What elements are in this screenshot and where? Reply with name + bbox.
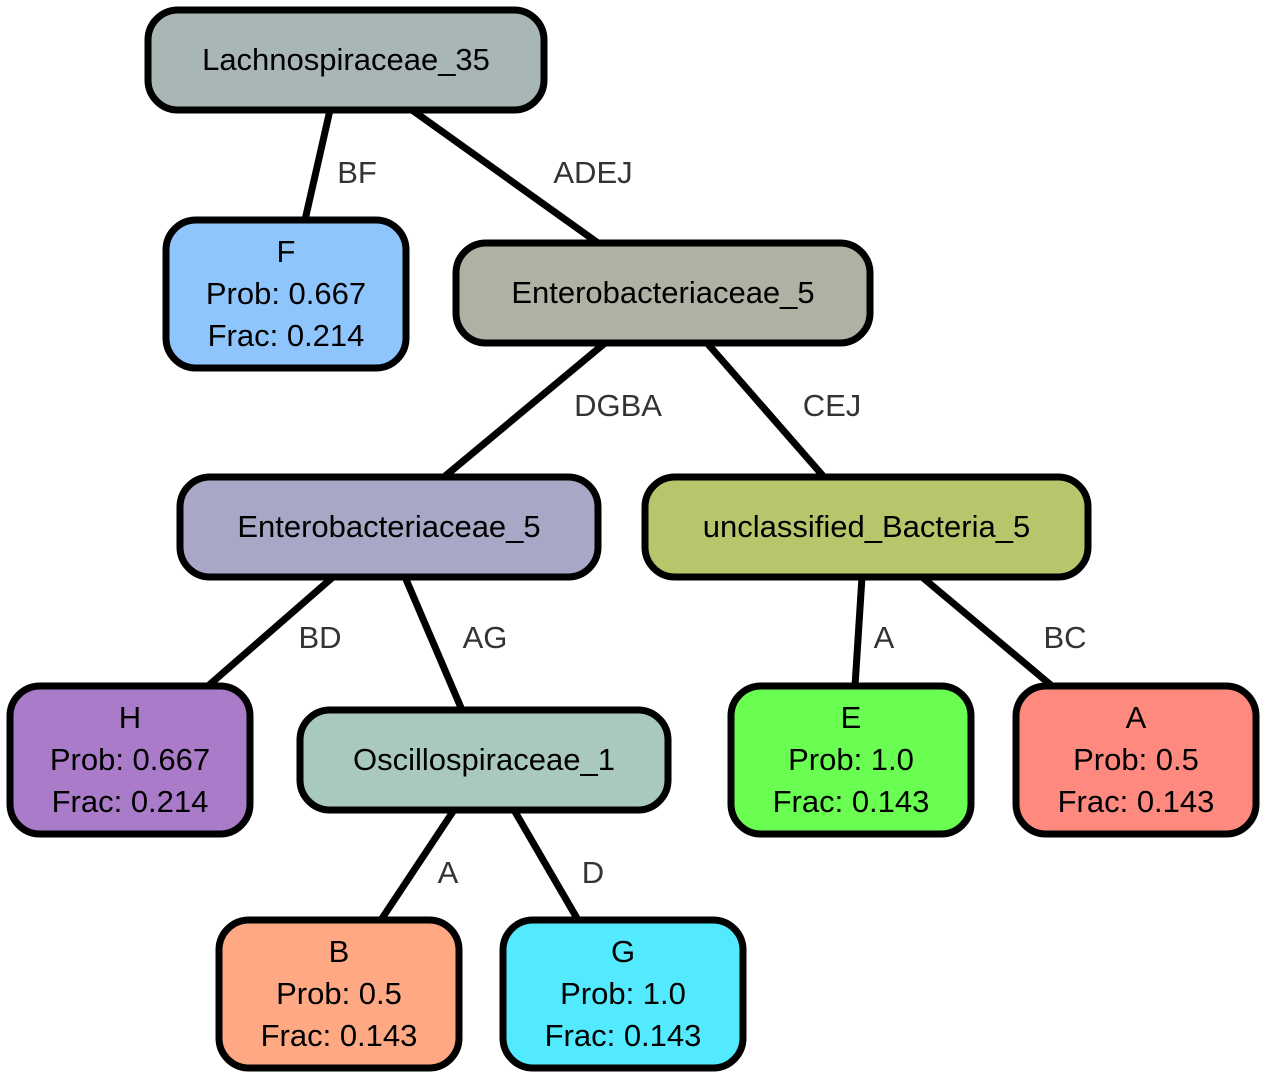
node-title: Oscillospiraceae_1 — [353, 742, 615, 777]
node-title: Lachnospiraceae_35 — [202, 42, 490, 77]
node-title: B — [329, 934, 350, 969]
edge-label: BD — [298, 620, 341, 655]
node-prob: Prob: 0.5 — [276, 976, 402, 1011]
edge-line — [301, 109, 334, 221]
edge-line — [441, 340, 608, 480]
node-box — [144, 6, 548, 114]
node-n4[interactable]: Enterobacteriaceae_5 — [176, 473, 602, 581]
edge-label: BF — [337, 155, 377, 190]
edge-line — [919, 574, 1055, 689]
node-box — [176, 473, 602, 581]
edges-layer: BF ADEJ DGBA CEJ BD AG A BC A D — [205, 107, 1087, 922]
node-prob: Prob: 0.5 — [1073, 742, 1199, 777]
edge-label: D — [582, 855, 604, 890]
edge-label: BC — [1043, 620, 1086, 655]
edge-line — [704, 340, 827, 480]
edge-line — [409, 107, 601, 246]
node-title: F — [277, 234, 296, 269]
edge-line — [851, 576, 866, 687]
edge-line — [378, 808, 457, 922]
edge-line — [510, 808, 582, 922]
edge-n3-n4: DGBA — [441, 340, 662, 480]
edge-label: ADEJ — [553, 155, 632, 190]
edge-n5-n8: A — [851, 576, 895, 687]
node-box — [1012, 682, 1260, 838]
node-frac: Frac: 0.143 — [261, 1018, 418, 1053]
node-prob: Prob: 1.0 — [560, 976, 686, 1011]
node-title: H — [119, 700, 141, 735]
node-box — [296, 706, 672, 814]
node-box — [641, 473, 1092, 581]
node-box — [162, 216, 410, 372]
node-frac: Frac: 0.214 — [52, 784, 209, 819]
node-box — [215, 916, 463, 1072]
edge-n4-n7: AG — [401, 575, 508, 712]
edge-label: CEJ — [803, 388, 862, 423]
edge-n7-n11: D — [510, 808, 604, 922]
edge-label: AG — [463, 620, 508, 655]
node-frac: Frac: 0.143 — [1058, 784, 1215, 819]
node-n5[interactable]: unclassified_Bacteria_5 — [641, 473, 1092, 581]
node-box — [6, 682, 254, 838]
node-box — [499, 916, 747, 1072]
node-box — [452, 239, 874, 347]
node-frac: Frac: 0.214 — [208, 318, 365, 353]
edge-label: A — [438, 855, 459, 890]
edge-n4-n6: BD — [205, 574, 342, 689]
node-box — [727, 682, 975, 838]
node-title: A — [1126, 700, 1147, 735]
edge-n1-n2: BF — [301, 109, 377, 221]
edge-line — [401, 575, 466, 712]
node-title: E — [841, 700, 862, 735]
node-n1[interactable]: Lachnospiraceae_35 — [144, 6, 548, 114]
node-title: unclassified_Bacteria_5 — [703, 509, 1030, 544]
node-frac: Frac: 0.143 — [545, 1018, 702, 1053]
node-frac: Frac: 0.143 — [773, 784, 930, 819]
edge-n5-n9: BC — [919, 574, 1087, 689]
node-title: G — [611, 934, 635, 969]
node-prob: Prob: 1.0 — [788, 742, 914, 777]
edge-n7-n10: A — [378, 808, 459, 922]
node-prob: Prob: 0.667 — [206, 276, 366, 311]
node-n7[interactable]: Oscillospiraceae_1 — [296, 706, 672, 814]
node-n3[interactable]: Enterobacteriaceae_5 — [452, 239, 874, 347]
node-prob: Prob: 0.667 — [50, 742, 210, 777]
edge-label: A — [874, 620, 895, 655]
edge-line — [205, 574, 336, 689]
edge-label: DGBA — [574, 388, 662, 423]
edge-n3-n5: CEJ — [704, 340, 862, 480]
node-title: Enterobacteriaceae_5 — [511, 275, 814, 310]
edge-n1-n3: ADEJ — [409, 107, 633, 246]
node-title: Enterobacteriaceae_5 — [237, 509, 540, 544]
